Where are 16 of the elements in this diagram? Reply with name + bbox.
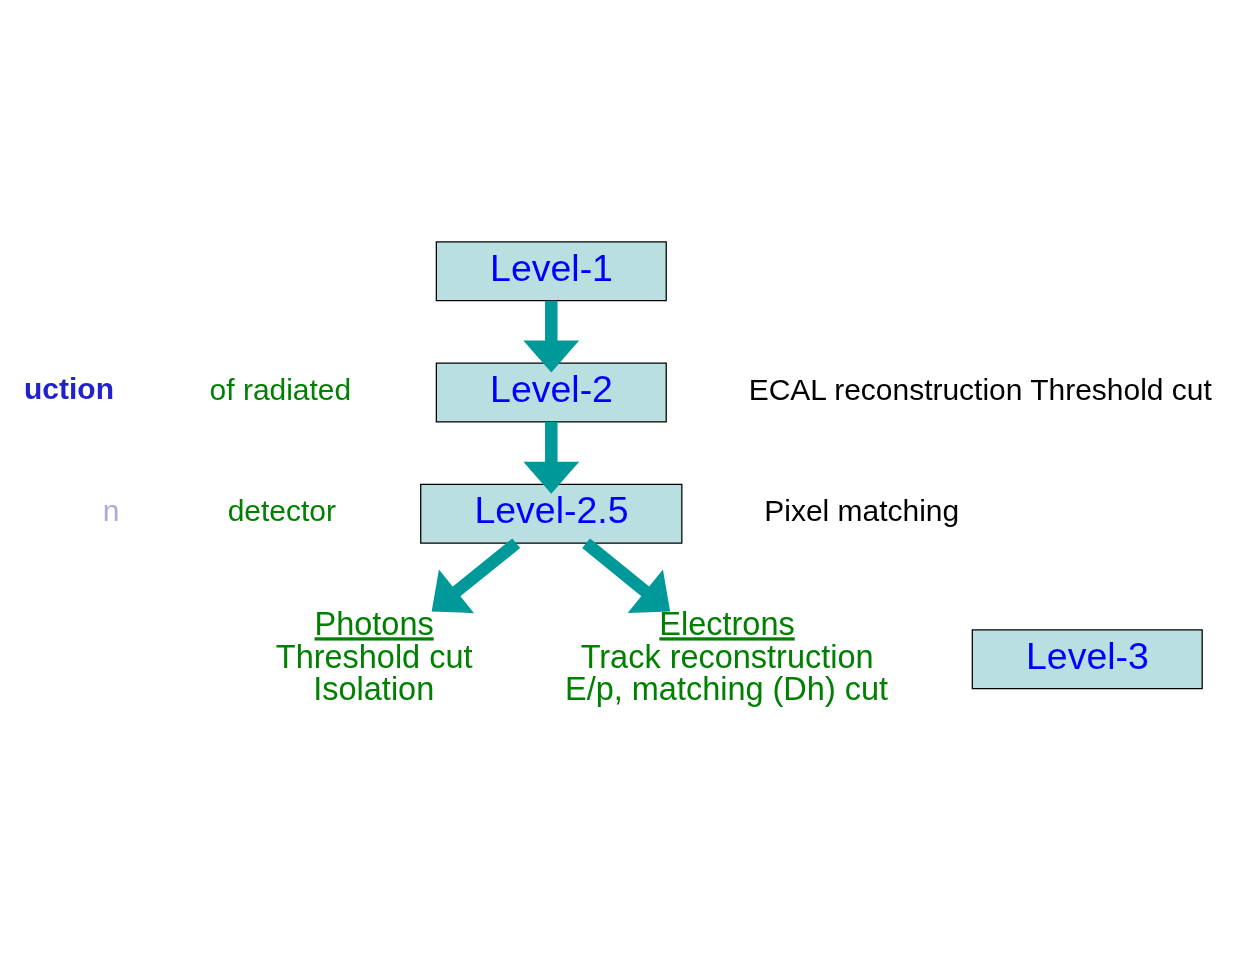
arrow bbox=[582, 537, 671, 613]
node-label: ECAL reconstruction Threshold cut bbox=[748, 372, 1212, 406]
arrow bbox=[523, 421, 580, 494]
label: n bbox=[102, 493, 120, 527]
node-label: Pixel matching bbox=[764, 493, 960, 527]
node-text: Electrons Track reconstruction E/p, matching (Dh) cut bbox=[565, 605, 889, 707]
node-text: Photons Threshold cut Isolation bbox=[275, 605, 473, 707]
arrow bbox=[523, 300, 580, 372]
node-box: Level-1 bbox=[435, 240, 667, 301]
node-box: Level-2 bbox=[435, 362, 667, 423]
label: detector bbox=[227, 493, 336, 527]
node-box: Level-3 bbox=[971, 628, 1203, 689]
node-box: Level-2.5 bbox=[420, 483, 683, 544]
label: of radiated bbox=[209, 372, 352, 406]
arrow bbox=[431, 537, 521, 613]
label: uction bbox=[24, 371, 114, 405]
